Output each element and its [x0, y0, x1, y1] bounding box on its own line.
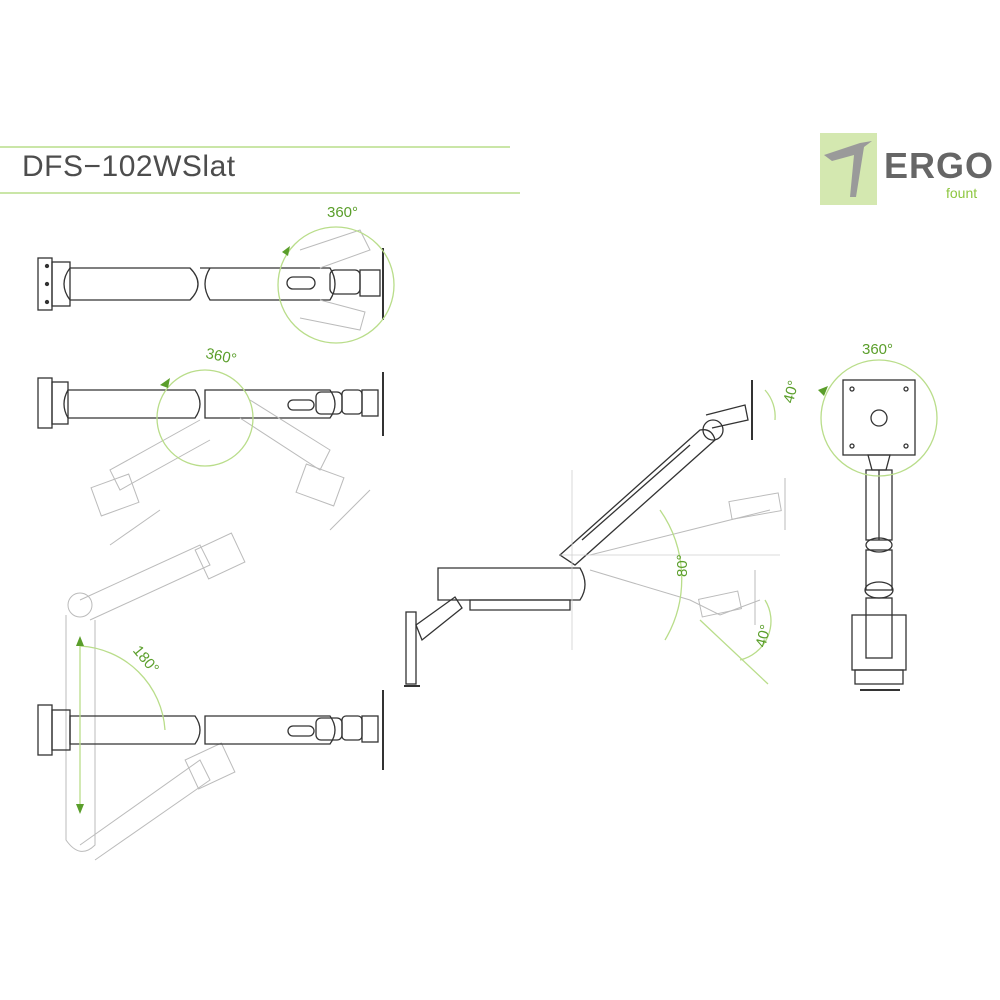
rotation-circle-top — [277, 226, 395, 344]
view-bottom-arm — [37, 690, 384, 770]
view-top-ghost — [299, 229, 371, 331]
product-title: DFS−102WSlat — [22, 150, 236, 183]
angle-label-mid-360: 360° — [204, 345, 238, 368]
front-view-mount — [842, 379, 916, 691]
logo-sub: fount — [946, 185, 978, 201]
logo-word: ERGO — [884, 145, 995, 186]
view-mid-arm — [37, 372, 384, 436]
rotation-arrow-mid — [160, 378, 170, 388]
rotation-arrow-top — [282, 246, 290, 256]
swing-arrow-top — [76, 636, 84, 646]
angle-label-left-180: 180° — [129, 642, 162, 677]
tilt-arc-range — [659, 509, 683, 641]
view-top-arm — [37, 248, 384, 320]
swing-arrow-bottom — [76, 804, 84, 814]
angle-label-tilt-down-40: 40° — [752, 623, 774, 649]
logo-mark-icon — [820, 133, 877, 205]
view-bottom-ghost — [65, 532, 246, 861]
tilt-arc-down — [739, 599, 772, 661]
angle-label-tilt-range-80: 80° — [674, 554, 691, 577]
tilt-line-down — [699, 619, 769, 685]
rotation-arrow-front — [818, 386, 828, 396]
view-mid-ghost — [90, 399, 371, 546]
rotation-circle-mid — [156, 369, 254, 467]
angle-label-rotate-360: 360° — [862, 341, 893, 358]
tilt-arc-up — [764, 389, 776, 421]
side-view-arm — [404, 380, 753, 687]
rotation-arc-bottom — [79, 645, 166, 731]
angle-label-tilt-up-40: 40° — [780, 379, 802, 405]
side-view-guides — [560, 470, 780, 650]
side-view-ghost — [589, 478, 786, 625]
rotation-circle-front — [820, 359, 938, 477]
angle-label-top-360: 360° — [327, 204, 358, 221]
brand-logo: ERGO fount — [820, 133, 993, 208]
